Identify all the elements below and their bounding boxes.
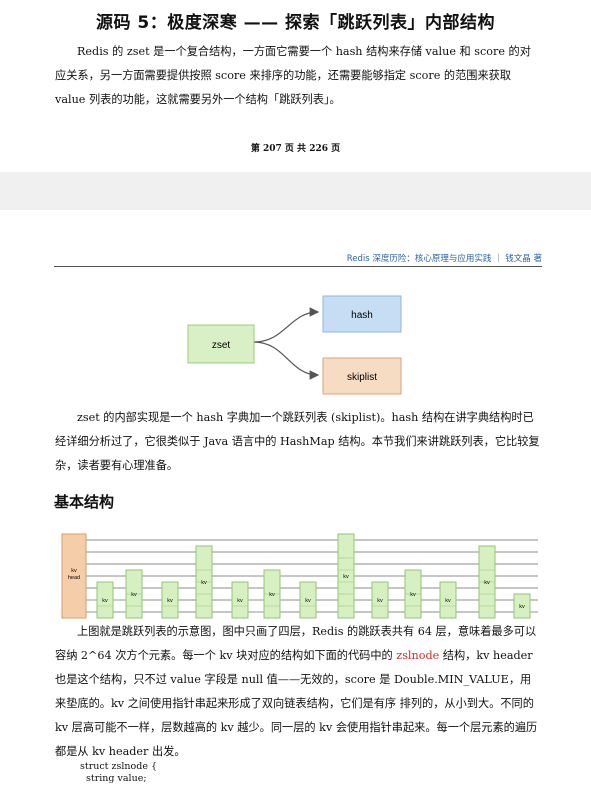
skiplist-node xyxy=(96,581,114,619)
skiplist-node-label: kv xyxy=(201,580,207,586)
running-header: Redis 深度历险：核心原理与应用实践 ｜ 钱文晶 著 xyxy=(54,252,542,267)
skiplist-node-label: kv xyxy=(167,598,173,604)
skiplist-node xyxy=(161,581,179,619)
structure-text-a: 上图就是跳跃列表的示意图，图中只画了四层，Redis 的跳跃表共有 64 层，意… xyxy=(55,625,537,662)
zset-box xyxy=(187,324,255,364)
skiplist-node-label: kv xyxy=(484,580,490,586)
skiplist-node xyxy=(371,581,389,619)
skiplist-node-label: kv xyxy=(343,574,349,580)
page-207: 源码 5：极度深寒 —— 探索「跳跃列表」内部结构 Redis 的 zset 是… xyxy=(0,0,591,172)
page-number: 第 207 页 共 226 页 xyxy=(250,144,341,154)
zslnode-highlight: zslnode xyxy=(396,649,440,662)
code-line-1: struct zslnode { xyxy=(80,761,158,772)
skiplist-node-label: kv xyxy=(269,592,275,598)
skiplist-node-label: kv xyxy=(237,598,243,604)
skiplist-node xyxy=(231,581,249,619)
code-block: struct zslnode { string value; xyxy=(80,761,157,785)
zset-paragraph: zset 的内部实现是一个 hash 字典加一个跳跃列表 (skiplist)。… xyxy=(55,411,540,472)
skiplist-node-label: kv xyxy=(305,598,311,604)
section-heading: 基本结构 xyxy=(54,493,115,511)
zset-label: zset xyxy=(212,340,231,351)
zset-structure-diagram: zset hash skiplist xyxy=(187,295,402,395)
intro-paragraph: Redis 的 zset 是一个复合结构，一方面它需要一个 hash 结构来存储… xyxy=(55,45,531,106)
skiplist-node-label: kv xyxy=(519,604,525,610)
skiplist-node xyxy=(513,593,531,619)
code-line-2: string value; xyxy=(80,773,147,784)
skiplist-node-label: kv xyxy=(377,598,383,604)
skiplist-label: skiplist xyxy=(347,372,377,383)
page-gap xyxy=(0,172,591,210)
arrow-to-skiplist xyxy=(253,341,320,380)
page-208: Redis 深度历险：核心原理与应用实践 ｜ 钱文晶 著 zset hash s… xyxy=(0,210,591,786)
structure-paragraph: 上图就是跳跃列表的示意图，图中只画了四层，Redis 的跳跃表共有 64 层，意… xyxy=(55,620,542,764)
hash-label: hash xyxy=(351,310,373,321)
hash-box xyxy=(322,295,402,333)
arrow-to-hash xyxy=(253,307,320,343)
skiplist-node-label: kv xyxy=(102,598,108,604)
skiplist-node-label: kv xyxy=(131,592,137,598)
skiplist-head xyxy=(61,533,87,619)
skiplist-node-label: kv xyxy=(445,598,451,604)
skiplist-node xyxy=(439,581,457,619)
skiplist-box xyxy=(322,357,402,395)
skiplist-node xyxy=(299,581,317,619)
page-title: 源码 5：极度深寒 —— 探索「跳跃列表」内部结构 xyxy=(95,13,496,33)
skiplist-node-label: kv xyxy=(410,592,416,598)
structure-text-b: 结构，kv header 也是这个结构，只不过 value 字段是 null 值… xyxy=(55,649,538,758)
skiplist-node xyxy=(337,533,355,619)
